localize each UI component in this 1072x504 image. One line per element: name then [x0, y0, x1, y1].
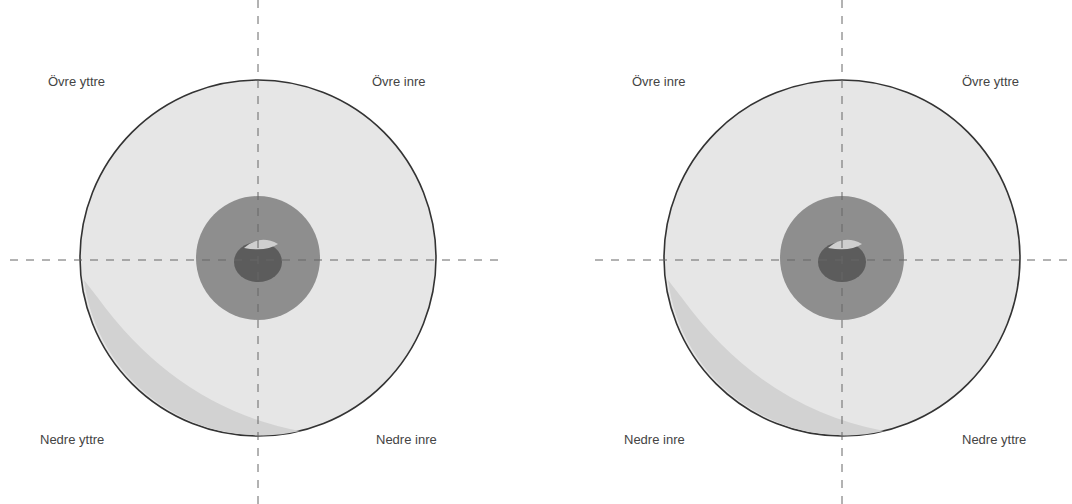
quadrant-label: Nedre inre: [376, 432, 437, 448]
quadrant-label: Nedre yttre: [40, 432, 104, 448]
quadrant-label: Nedre yttre: [962, 432, 1026, 448]
quadrant-label: Övre inre: [372, 74, 425, 90]
left-eye: [10, 0, 505, 504]
quadrant-label: Övre yttre: [962, 74, 1019, 90]
quadrant-label: Övre yttre: [48, 74, 105, 90]
right-eye: [595, 0, 1072, 504]
quadrant-label: Nedre inre: [624, 432, 685, 448]
quadrant-label: Övre inre: [632, 74, 685, 90]
